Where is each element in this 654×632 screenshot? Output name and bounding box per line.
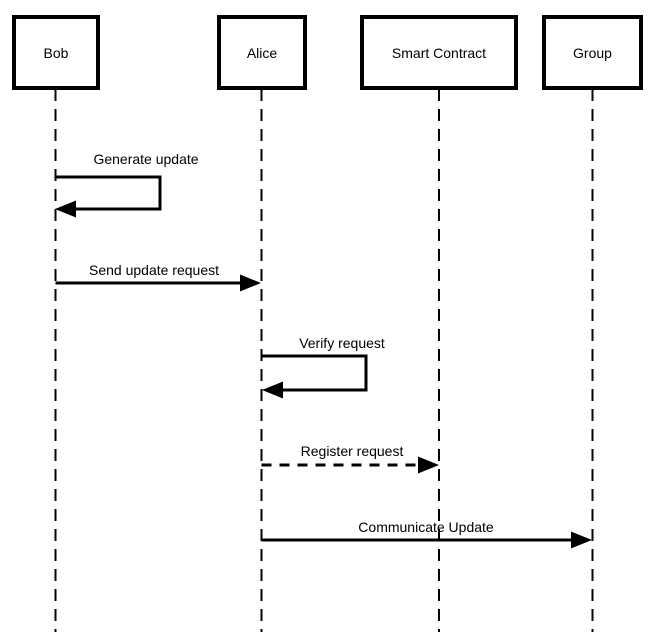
actor-box-alice bbox=[217, 15, 307, 90]
arrowhead-icon bbox=[571, 531, 592, 549]
arrowhead-icon bbox=[262, 381, 283, 399]
message-label: Verify request bbox=[299, 335, 385, 351]
actor-alice: Alice bbox=[217, 15, 307, 90]
message-verify-request: Verify request bbox=[261, 335, 385, 399]
self-message-path bbox=[55, 175, 162, 211]
message-label: Generate update bbox=[93, 151, 198, 167]
actor-label-smart-contract: Smart Contract bbox=[392, 45, 486, 61]
message-label: Communicate Update bbox=[358, 519, 494, 535]
actor-box-smart-contract bbox=[360, 15, 518, 90]
message-generate-update: Generate update bbox=[55, 151, 199, 218]
message-register-request: Register request bbox=[261, 443, 439, 474]
actor-label-bob: Bob bbox=[44, 45, 69, 61]
arrowhead-icon bbox=[240, 274, 261, 292]
actor-box-bob bbox=[12, 15, 100, 90]
message-communicate-update: Communicate Update bbox=[261, 519, 592, 549]
message-label: Register request bbox=[301, 443, 404, 459]
actor-label-alice: Alice bbox=[247, 45, 278, 61]
self-message-path bbox=[261, 354, 368, 392]
arrowhead-icon bbox=[55, 200, 76, 218]
arrowhead-icon bbox=[418, 456, 439, 474]
actor-smart-contract: Smart Contract bbox=[360, 15, 518, 90]
actor-group: Group bbox=[542, 15, 643, 90]
message-send-update-request: Send update request bbox=[55, 262, 261, 292]
actor-label-group: Group bbox=[573, 45, 612, 61]
actor-bob: Bob bbox=[12, 15, 100, 90]
message-label: Send update request bbox=[89, 262, 219, 278]
actor-box-group bbox=[542, 15, 643, 90]
